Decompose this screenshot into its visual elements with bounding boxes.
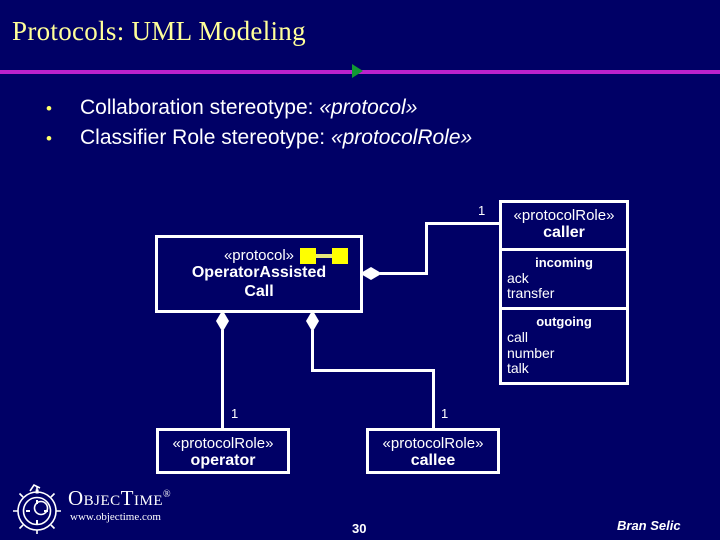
collaboration-name-line2: Call	[244, 282, 274, 300]
caller-incoming-title: incoming	[535, 254, 593, 270]
collaboration-icon-bar	[314, 254, 334, 258]
list-item: • Classifier Role stereotype: «protocolR…	[46, 126, 696, 150]
role-node-caller[interactable]: «protocolRole» caller incoming ack trans…	[499, 200, 629, 385]
role-node-operator[interactable]: «protocolRole» operator	[156, 428, 290, 474]
caller-incoming-item: ack	[507, 269, 529, 286]
logo-name: ObjecTime	[68, 486, 163, 510]
bullet-dot-icon: •	[46, 129, 52, 148]
connector-callee-segment-v2	[432, 369, 435, 429]
collaboration-name-line1: OperatorAssisted	[191, 264, 327, 282]
slide-number: 30	[352, 521, 367, 536]
play-triangle-icon	[352, 64, 363, 78]
logo-wordmark: ObjecTime®	[68, 486, 171, 511]
list-item: • Collaboration stereotype: «protocol»	[46, 96, 696, 120]
connector-callee-segment-h	[311, 369, 435, 372]
collaboration-node-operator-assisted-call[interactable]: «protocol» OperatorAssisted Call	[155, 235, 363, 313]
collaboration-icon-square-right	[332, 248, 348, 264]
caller-incoming-item: transfer	[507, 285, 555, 302]
connector-operator-segment-v	[221, 330, 224, 429]
bullet-text: Collaboration stereotype: «protocol»	[80, 96, 417, 120]
caller-outgoing-item: number	[507, 344, 555, 361]
caller-header-compartment: «protocolRole» caller	[502, 203, 626, 248]
multiplicity-callee: 1	[441, 406, 449, 421]
connector-caller-segment-v	[425, 222, 428, 275]
caller-outgoing-title: outgoing	[536, 313, 592, 329]
collaboration-stereotype: «protocol»	[223, 247, 295, 264]
caller-name: caller	[543, 224, 585, 242]
bullet-list: • Collaboration stereotype: «protocol» •…	[46, 96, 696, 156]
operator-name: operator	[190, 452, 256, 470]
author-name: Bran Selic	[617, 518, 681, 533]
caller-incoming-compartment: incoming ack transfer	[502, 247, 626, 307]
callee-name: callee	[410, 452, 456, 470]
operator-stereotype: «protocolRole»	[172, 435, 274, 452]
bullet-label: Classifier Role stereotype:	[80, 126, 331, 149]
caller-outgoing-compartment: outgoing call number talk	[502, 306, 626, 382]
connector-caller-segment-h1	[380, 272, 428, 275]
aggregation-diamond-operator	[216, 310, 229, 332]
page-title: Protocols: UML Modeling	[12, 16, 306, 46]
bullet-label: Collaboration stereotype:	[80, 96, 320, 119]
caller-outgoing-item: call	[507, 328, 529, 345]
connector-caller-segment-h2	[425, 222, 501, 225]
multiplicity-operator: 1	[231, 406, 239, 421]
callee-stereotype: «protocolRole»	[382, 435, 484, 452]
registered-trademark-icon: ®	[163, 489, 172, 500]
collaboration-icon-square-left	[300, 248, 316, 264]
objectime-logo: ObjecTime® www.objectime.com	[10, 480, 190, 535]
bullet-stereotype: «protocol»	[319, 96, 418, 119]
collaboration-icon	[300, 248, 348, 264]
role-node-callee[interactable]: «protocolRole» callee	[366, 428, 500, 474]
bullet-stereotype: «protocolRole»	[330, 126, 473, 149]
connector-callee-segment-v1	[311, 330, 314, 372]
aggregation-diamond-callee	[306, 310, 319, 332]
bullet-dot-icon: •	[46, 99, 52, 118]
caller-stereotype: «protocolRole»	[513, 207, 615, 224]
logo-url: www.objectime.com	[70, 511, 161, 523]
aggregation-diamond-caller	[360, 267, 382, 280]
gear-watch-icon	[13, 483, 61, 535]
multiplicity-caller: 1	[478, 203, 486, 218]
bullet-text: Classifier Role stereotype: «protocolRol…	[80, 126, 472, 150]
caller-outgoing-item: talk	[507, 360, 529, 377]
